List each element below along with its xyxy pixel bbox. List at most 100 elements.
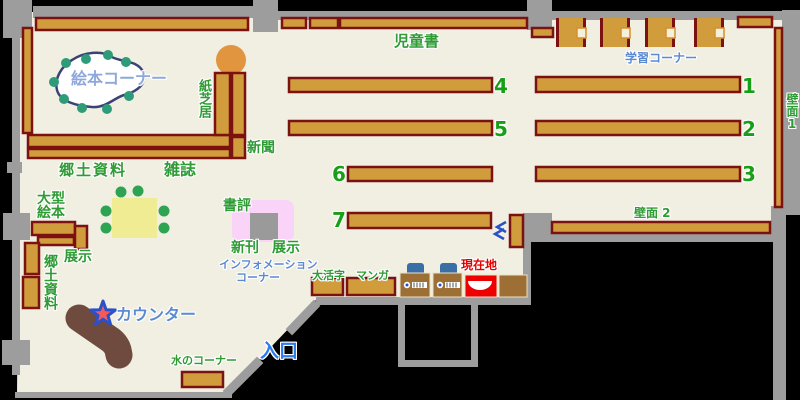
desk-chair xyxy=(714,27,725,39)
counter-desk xyxy=(65,304,133,369)
reading-table xyxy=(112,198,157,238)
label-jidosho: 児童書 xyxy=(394,32,440,50)
label-shinbun: 新聞 xyxy=(247,140,275,156)
desk-chair xyxy=(620,27,631,39)
av-icon xyxy=(492,220,507,241)
shelf-2 xyxy=(534,119,742,137)
wall-corner-vertical xyxy=(523,242,531,298)
study-desk xyxy=(694,18,725,47)
wall-pillar-2 xyxy=(527,0,552,30)
shelf-top-small-b xyxy=(308,16,340,30)
shelf-kyodo-row1 xyxy=(26,133,232,149)
wall-right-bottom xyxy=(773,215,786,400)
desk-chair xyxy=(665,27,676,39)
shelf-right-section-small xyxy=(530,26,555,39)
shelf-shinbun xyxy=(230,135,247,160)
shelf-kamishibai-b xyxy=(230,71,247,137)
shelf-number-1: 1 xyxy=(742,74,756,98)
label-tenji-2: 展示 xyxy=(272,240,300,256)
shelf-1 xyxy=(534,75,742,94)
study-desk xyxy=(556,18,587,47)
shelf-top-small-a xyxy=(280,16,308,30)
shelf-top-long xyxy=(338,16,529,30)
wall-left-strip xyxy=(12,38,20,375)
wall-entrance-diagonal-upper xyxy=(285,299,321,336)
study-desk xyxy=(600,18,631,47)
shelf-number-6: 6 xyxy=(332,162,346,186)
opac-terminals xyxy=(399,263,463,298)
current-location-star xyxy=(89,299,117,326)
label-kamishibai: 紙芝居 xyxy=(196,79,211,118)
wall-left-block-a xyxy=(7,162,22,173)
label-info-line1: インフォメーション xyxy=(219,258,318,271)
shelf-3 xyxy=(534,165,742,183)
wall-alcove-right xyxy=(471,305,478,367)
label-counter: カウンター xyxy=(116,305,197,324)
table-seats xyxy=(100,185,170,234)
shelf-tenji-vertical xyxy=(73,224,89,251)
wall-bottom-middle xyxy=(316,297,531,305)
shelf-daikatsuji xyxy=(310,276,345,297)
shelf-top-right-small xyxy=(736,15,774,29)
label-zasshi: 雑誌 xyxy=(164,160,197,179)
wall-entrance-diagonal-lower xyxy=(222,356,264,398)
picturebook-cushions xyxy=(49,50,134,114)
current-location-bowl xyxy=(468,281,492,290)
wall-top-a xyxy=(33,6,253,18)
shelf-mizu xyxy=(180,370,225,389)
floor xyxy=(17,12,782,396)
label-picturebook-corner: 絵本コーナー xyxy=(71,69,168,88)
wall-alcove-bottom xyxy=(398,360,478,367)
study-desks xyxy=(556,18,725,47)
shelf-picturebook-left xyxy=(21,26,34,135)
label-hekimen2: 壁面 2 xyxy=(634,206,671,220)
label-daikatsuji: 大活字 xyxy=(312,269,345,282)
shelf-number-7: 7 xyxy=(332,208,346,232)
label-manga: マンガ xyxy=(356,269,389,282)
label-ogata-line2: 絵本 xyxy=(37,205,65,221)
wall-bottom-right-section xyxy=(523,233,786,242)
shelf-kamishibai-a xyxy=(213,71,232,137)
label-gakushu-corner: 学習コーナー xyxy=(625,51,698,65)
wall-right-top xyxy=(782,10,800,215)
label-ogata-line1: 大型 xyxy=(37,191,65,207)
shelf-4 xyxy=(287,76,494,94)
label-kyodo-shiryo-vert: 郷土資料 xyxy=(42,254,58,310)
label-info-line2: コーナー xyxy=(236,271,280,284)
study-desk xyxy=(645,18,676,47)
shelf-kyodo-vert-a xyxy=(23,241,41,276)
label-genzaichi: 現在地 xyxy=(461,258,498,272)
wall-left-block-b xyxy=(3,213,30,240)
wall-left-block-c xyxy=(2,340,30,365)
label-shohyo: 書評 xyxy=(223,198,251,214)
kamishibai-stool xyxy=(216,45,246,75)
shelf-number-4: 4 xyxy=(494,74,508,98)
shelf-number-5: 5 xyxy=(494,117,508,141)
shelf-ogata-a xyxy=(30,220,77,237)
label-hekimen1: 壁面1 xyxy=(785,93,799,131)
shelf-kyodo-row2 xyxy=(26,147,232,160)
wall-bottom-left xyxy=(15,392,232,398)
shelves xyxy=(21,15,784,389)
wall-pillar-1 xyxy=(253,0,278,32)
label-entrance: 入口 xyxy=(260,340,299,362)
shelf-ogata-b xyxy=(36,235,76,247)
shelf-wall2 xyxy=(550,220,772,235)
shelf-kyodo-vert-b xyxy=(21,275,41,310)
shelf-number-2: 2 xyxy=(742,117,756,141)
label-tenji-1: 展示 xyxy=(64,249,92,265)
shelf-av xyxy=(508,213,525,249)
return-box xyxy=(498,274,528,298)
display-stand xyxy=(250,213,278,240)
shelf-6 xyxy=(346,165,494,183)
label-shinkan: 新刊 xyxy=(231,240,259,256)
shelf-7 xyxy=(346,211,493,230)
shelf-wall1 xyxy=(773,26,784,209)
shelf-picturebook-top xyxy=(34,16,250,32)
wall-right-block xyxy=(771,206,786,234)
label-mizu-corner: 水のコーナー xyxy=(171,354,237,367)
wall-alcove-left xyxy=(398,305,405,367)
